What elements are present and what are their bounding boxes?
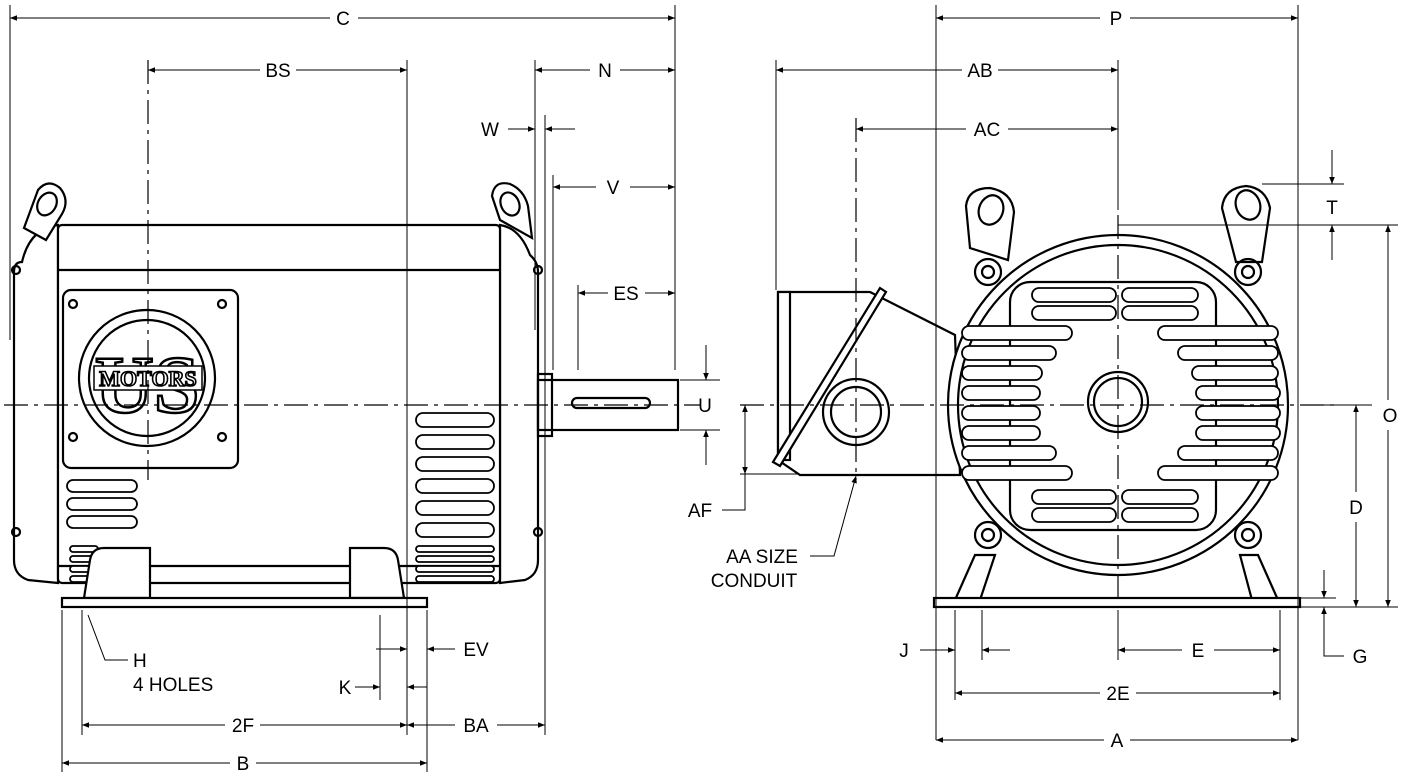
side-labels: C BS N W V ES U H 4 HOLES K EV 2F BA B <box>133 9 712 772</box>
label-ES: ES <box>613 284 638 305</box>
label-P: P <box>1110 9 1123 30</box>
label-A: A <box>1111 731 1124 752</box>
label-B: B <box>237 754 250 772</box>
end-labels: P AB AC T O D AF AA SIZE CONDUIT J E G 2… <box>688 9 1398 752</box>
side-dimension-lines <box>10 15 709 766</box>
label-2F: 2F <box>232 716 254 737</box>
label-BA: BA <box>463 716 489 737</box>
label-U: U <box>698 396 712 417</box>
label-AF: AF <box>688 501 712 522</box>
end-lifting-eye-right <box>1220 184 1272 264</box>
label-V: V <box>607 178 620 199</box>
rear-end-bell <box>12 223 60 585</box>
side-vents-left <box>66 479 138 583</box>
label-AC: AC <box>974 120 1000 141</box>
end-vents <box>961 287 1281 523</box>
us-motors-logo: US MOTORS <box>77 308 217 448</box>
label-G: G <box>1353 647 1368 668</box>
label-E: E <box>1192 641 1205 662</box>
label-conduit: CONDUIT <box>711 571 798 592</box>
end-view <box>740 118 1340 609</box>
lifting-eye-rear <box>22 182 67 242</box>
label-K: K <box>339 678 352 699</box>
end-dimension-lines <box>722 15 1391 743</box>
label-C: C <box>336 9 350 30</box>
label-4-holes: 4 HOLES <box>133 675 213 696</box>
label-J: J <box>899 641 909 662</box>
mounting-foot <box>82 546 152 600</box>
lifting-eye-front <box>490 182 534 241</box>
label-2E: 2E <box>1106 684 1129 705</box>
label-N: N <box>598 61 612 82</box>
label-AB: AB <box>967 61 992 82</box>
label-D: D <box>1349 498 1363 519</box>
logo-text: MOTORS <box>99 366 196 391</box>
label-O: O <box>1383 406 1398 427</box>
label-T: T <box>1326 198 1338 219</box>
end-lifting-eye-left <box>964 186 1016 262</box>
label-aa-size: AA SIZE <box>726 547 798 568</box>
label-EV: EV <box>463 640 489 661</box>
side-vents-right <box>415 412 495 583</box>
label-W: W <box>481 120 499 141</box>
side-extension-lines <box>9 5 720 772</box>
label-BS: BS <box>265 61 290 82</box>
base-plate <box>60 596 429 609</box>
front-end-bell <box>498 223 540 585</box>
label-H: H <box>133 651 147 672</box>
side-view: US MOTORS <box>4 60 700 609</box>
end-base-plate <box>932 596 1302 609</box>
